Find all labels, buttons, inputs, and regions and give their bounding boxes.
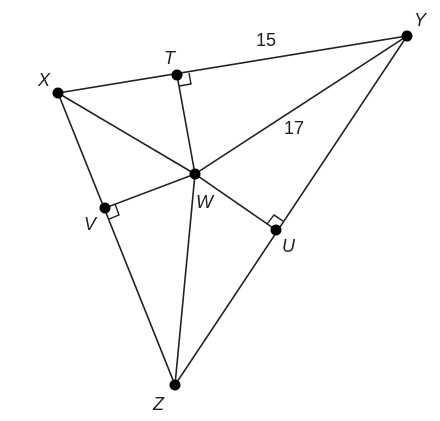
point-x xyxy=(52,87,64,99)
measure-ty: 15 xyxy=(256,30,276,50)
right-angle-marker-t xyxy=(178,72,192,87)
right-angle-marker-u xyxy=(266,214,284,225)
label-z: Z xyxy=(152,394,165,414)
label-y: Y xyxy=(414,10,428,30)
segment-xy xyxy=(57,35,408,94)
label-t: T xyxy=(164,48,177,68)
segment-yz xyxy=(174,35,408,386)
segment-wu xyxy=(194,173,277,231)
label-u: U xyxy=(282,236,296,256)
label-w: W xyxy=(196,192,215,212)
point-z xyxy=(169,379,181,391)
point-t xyxy=(171,69,183,81)
segment-xw xyxy=(57,92,196,175)
segment-wt xyxy=(176,74,196,175)
point-w xyxy=(189,168,201,180)
segment-yw xyxy=(194,35,408,175)
point-v xyxy=(99,202,111,214)
label-x: X xyxy=(37,70,51,90)
point-y xyxy=(401,30,413,42)
right-angle-marker-v xyxy=(108,203,120,220)
measure-wy: 17 xyxy=(284,118,304,138)
segment-zw xyxy=(174,173,196,386)
segment-zx xyxy=(57,92,176,386)
segment-wv xyxy=(104,173,196,209)
point-u xyxy=(270,224,282,236)
label-v: V xyxy=(84,214,98,234)
